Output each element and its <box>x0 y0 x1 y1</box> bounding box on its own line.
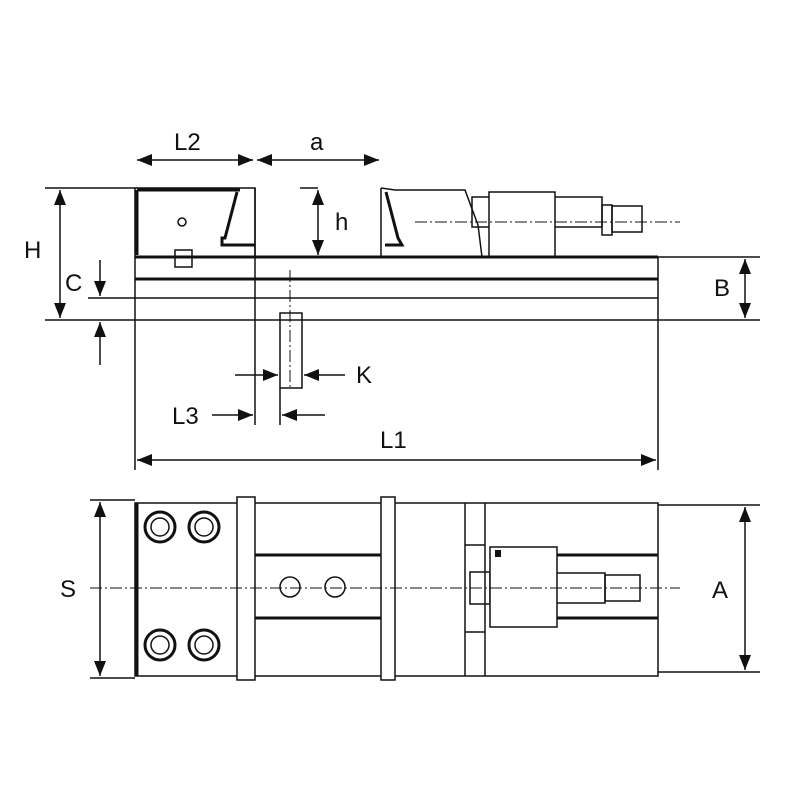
label-L3: L3 <box>172 403 199 430</box>
label-a: a <box>310 129 324 156</box>
label-S: S <box>60 576 76 603</box>
dimension-lines <box>45 154 760 466</box>
label-C: C <box>65 270 82 297</box>
top-view <box>90 496 760 681</box>
label-H: H <box>24 237 41 264</box>
label-B: B <box>714 275 730 302</box>
label-h: h <box>335 209 348 236</box>
label-A: A <box>712 577 728 604</box>
side-view <box>134 187 680 470</box>
label-L1: L1 <box>380 427 407 454</box>
label-K: K <box>356 362 372 389</box>
label-L2: L2 <box>174 129 201 156</box>
